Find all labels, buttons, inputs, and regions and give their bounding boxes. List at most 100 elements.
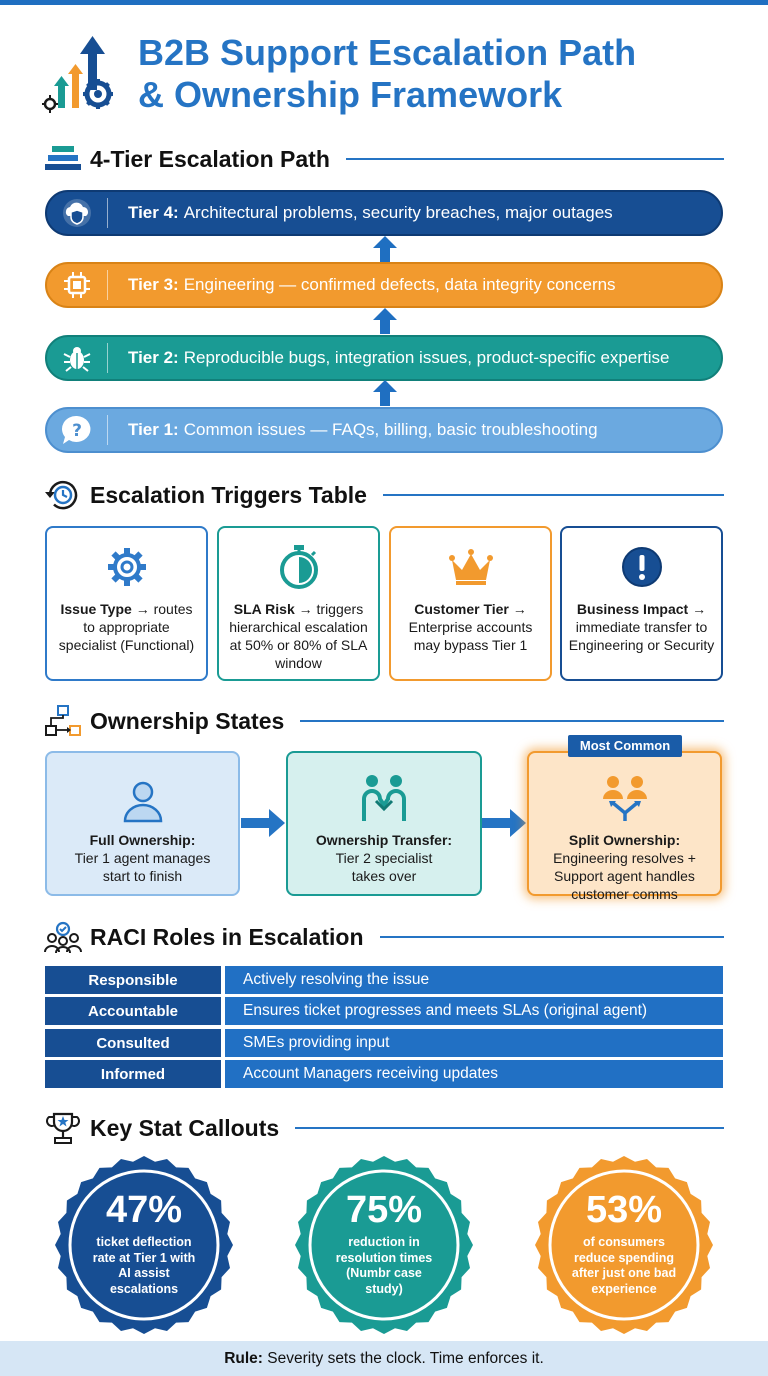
tier-2-bar: Tier 2: Reproducible bugs, integration i… xyxy=(45,335,723,381)
ownership-split: Split Ownership: Engineering resolves + … xyxy=(527,751,722,902)
right-arrow-icon xyxy=(241,809,285,837)
trigger-label: Issue Type → xyxy=(60,601,150,617)
section-divider xyxy=(295,1127,724,1129)
tier-description: Engineering — confirmed defects, data in… xyxy=(183,275,616,294)
tier-description: Reproducible bugs, integration issues, p… xyxy=(183,348,670,367)
stopwatch-icon xyxy=(279,545,318,589)
layers-stack-icon xyxy=(45,146,81,170)
stat-value: 47% xyxy=(105,1189,183,1231)
section-divider xyxy=(345,158,724,160)
title-line-2: & Ownership Framework xyxy=(138,74,563,115)
right-arrow-icon xyxy=(482,809,526,837)
section-divider xyxy=(300,720,724,722)
trigger-card-customer-tier: Customer Tier → Enterprise accounts may … xyxy=(389,526,552,681)
stat-value: 53% xyxy=(585,1189,663,1231)
ownership-section-header: Ownership States xyxy=(44,704,724,738)
up-arrow-icon xyxy=(373,236,397,262)
ownership-full: Full Ownership: Tier 1 agent manages sta… xyxy=(45,751,240,896)
raci-description: Account Managers receiving updates xyxy=(225,1060,723,1088)
stat-badge-shape xyxy=(295,1156,473,1334)
raci-description: Actively resolving the issue xyxy=(225,966,723,994)
handshake-icon xyxy=(362,775,406,821)
ownership-description: Tier 1 agent manages start to finish xyxy=(74,850,211,884)
tier-description: Common issues — FAQs, billing, basic tro… xyxy=(183,420,598,439)
trigger-description: routes to appropriate specialist (Functi… xyxy=(58,601,195,653)
tier-label: Tier 2: xyxy=(128,348,179,367)
tier-label: Tier 3: xyxy=(128,275,179,294)
section-title: Ownership States xyxy=(90,707,285,734)
title-line-1: B2B Support Escalation Path xyxy=(138,32,637,73)
tier-3-bar: Tier 3: Engineering — confirmed defects,… xyxy=(45,262,723,308)
flow-diagram-icon xyxy=(45,705,81,736)
section-title: RACI Roles in Escalation xyxy=(90,923,364,950)
section-title: 4-Tier Escalation Path xyxy=(90,145,330,172)
question-icon: ? xyxy=(62,415,91,444)
cloud-shield-icon xyxy=(63,199,91,227)
tier-label: Tier 4: xyxy=(128,203,179,222)
raci-description: Ensures ticket progresses and meets SLAs… xyxy=(225,997,723,1025)
raci-role: Accountable xyxy=(45,997,221,1025)
trigger-card-issue-type: Issue Type → routes to appropriate speci… xyxy=(45,526,208,681)
growth-gear-logo-icon xyxy=(42,36,113,113)
most-common-badge: Most Common xyxy=(568,735,682,757)
trigger-label: Business Impact → xyxy=(576,601,707,617)
raci-role: Consulted xyxy=(45,1029,221,1057)
up-arrow-icon xyxy=(373,380,397,406)
section-divider xyxy=(382,494,724,496)
stat-badge-shape xyxy=(55,1156,233,1334)
ownership-label: Full Ownership: xyxy=(89,832,196,848)
raci-description: SMEs providing input xyxy=(225,1029,723,1057)
up-arrow-icon xyxy=(373,308,397,334)
trigger-card-business-impact: Business Impact → immediate transfer to … xyxy=(560,526,723,681)
ownership-description: Engineering resolves + Support agent han… xyxy=(553,850,696,902)
ownership-transfer: Ownership Transfer: Tier 2 specialist ta… xyxy=(286,751,482,896)
page-title: B2B Support Escalation Path & Ownership … xyxy=(138,32,636,116)
chip-icon xyxy=(64,272,90,298)
footer-label: Rule: xyxy=(224,1349,263,1367)
stat-badge-shape xyxy=(535,1156,713,1334)
person-icon xyxy=(123,781,162,823)
triggers-section-header: Escalation Triggers Table xyxy=(44,478,724,512)
section-divider xyxy=(379,936,724,938)
ownership-label: Split Ownership: xyxy=(568,832,681,848)
trigger-label: SLA Risk → xyxy=(233,601,313,617)
trigger-description: immediate transfer to Engineering or Sec… xyxy=(568,619,715,653)
svg-text:?: ? xyxy=(72,421,82,441)
stat-value: 75% xyxy=(345,1189,423,1231)
gear-icon xyxy=(107,548,146,586)
trophy-icon xyxy=(46,1112,80,1144)
tier-4-bar: Tier 4: Architectural problems, security… xyxy=(45,190,723,236)
raci-section-header: RACI Roles in Escalation xyxy=(44,920,724,954)
ownership-description: Tier 2 specialist takes over xyxy=(335,850,433,884)
stats-section-header: Key Stat Callouts xyxy=(44,1111,724,1145)
tier-label: Tier 1: xyxy=(128,420,179,439)
tiers-section-header: 4-Tier Escalation Path xyxy=(44,142,724,176)
tier-1-bar: ? Tier 1: Common issues — FAQs, billing,… xyxy=(45,407,723,453)
top-accent-bar xyxy=(0,0,768,5)
section-title: Escalation Triggers Table xyxy=(90,481,367,508)
ownership-label: Ownership Transfer: xyxy=(315,832,453,848)
trigger-label: Customer Tier → xyxy=(414,601,527,617)
alert-icon xyxy=(621,547,662,587)
trigger-card-sla-risk: SLA Risk → triggers hierarchical escalat… xyxy=(217,526,380,681)
crown-icon xyxy=(448,549,493,585)
raci-role: Responsible xyxy=(45,966,221,994)
section-title: Key Stat Callouts xyxy=(90,1114,280,1141)
team-icon xyxy=(44,921,82,954)
footer-text: Severity sets the clock. Time enforces i… xyxy=(267,1349,544,1367)
bug-icon xyxy=(63,347,91,372)
clock-refresh-icon xyxy=(45,480,78,510)
split-people-icon xyxy=(602,776,647,821)
footer-rule-bar: Rule: Severity sets the clock. Time enfo… xyxy=(0,1341,768,1376)
tier-description: Architectural problems, security breache… xyxy=(183,203,613,222)
